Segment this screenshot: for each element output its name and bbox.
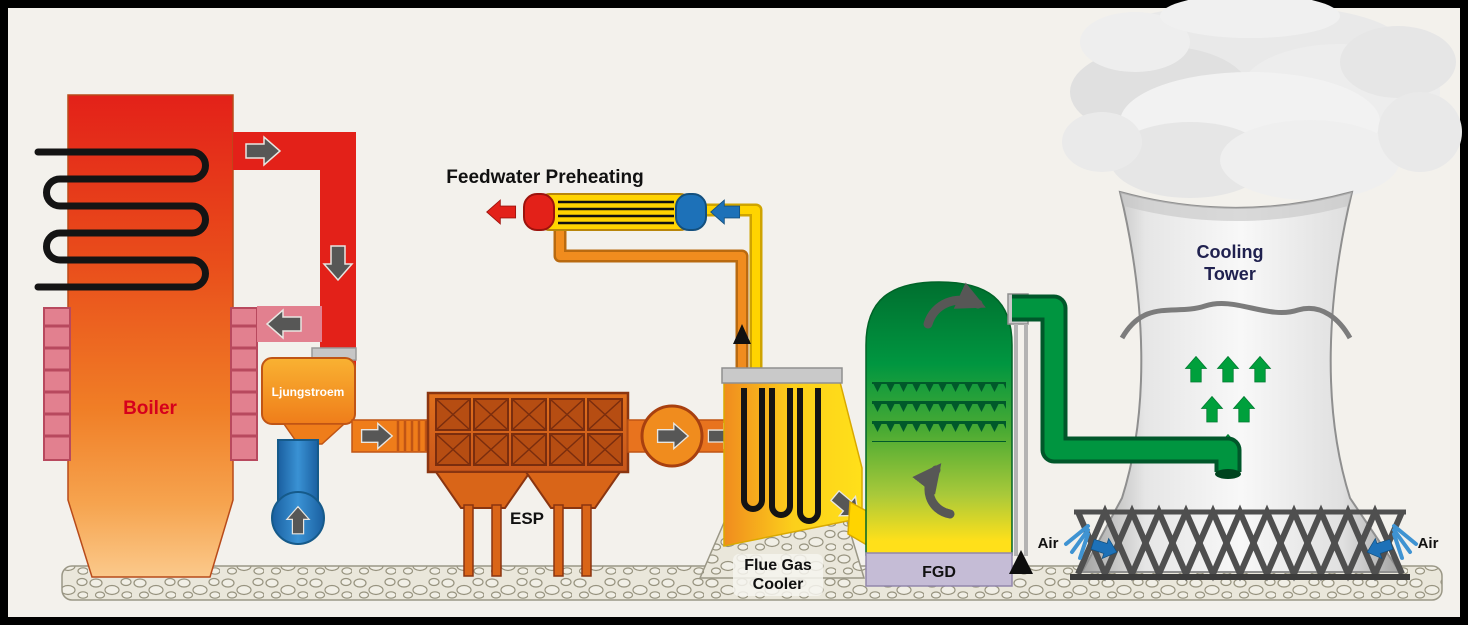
- duct-esp-to-cooler: [627, 404, 738, 468]
- feedwater-preheater: Feedwater Preheating: [446, 167, 741, 231]
- duct-to-esp: [351, 419, 433, 453]
- boiler: Boiler: [34, 94, 258, 578]
- boiler-body: [67, 94, 234, 578]
- gas-flow-curved-arrow-icon: [923, 282, 986, 329]
- exchanger-shell: [537, 193, 693, 231]
- flue-gas-cooler: Flue Gas Cooler: [721, 367, 873, 596]
- esp-hopper: [524, 471, 622, 509]
- clean-gas-pipe: [1012, 294, 1242, 479]
- flue-gas-cooler-label-line2: Cooler: [753, 576, 804, 593]
- exchanger-cold-head: [675, 193, 707, 231]
- flue-gas-cooler-label-line1: Flue Gas: [744, 557, 812, 574]
- tower-fill-level-line: [1119, 301, 1353, 340]
- fgd-absorber: FGD: [865, 281, 1033, 587]
- esp-label: ESP: [510, 509, 544, 528]
- tower-rim: [1120, 192, 1352, 221]
- boiler-left-header: [43, 307, 71, 461]
- hot-flue-gas-duct: [233, 132, 356, 368]
- boiler-tube-coil: [34, 148, 209, 291]
- hot-water-pipe: [556, 226, 746, 378]
- air-label-right: Air: [1418, 535, 1439, 552]
- boiler-label: Boiler: [123, 398, 177, 419]
- tower-shell: [1080, 190, 1402, 573]
- steam-plume: [1062, 0, 1462, 200]
- cooling-tower-label-line1: Cooling: [1197, 242, 1264, 262]
- esp-electrostatic-precipitator: ESP: [426, 391, 630, 577]
- air-intake-spray: [1064, 524, 1418, 560]
- exchanger-hot-head: [523, 193, 555, 231]
- pump-triangle-icon: [1009, 550, 1033, 574]
- pipe-open-end: [1215, 469, 1241, 479]
- gas-flow-curved-arrow-icon: [912, 463, 955, 519]
- boiler-right-header: [230, 307, 258, 461]
- feedwater-preheating-label: Feedwater Preheating: [446, 167, 643, 188]
- fgd-spray-banks: [872, 382, 1006, 442]
- valve-triangle-icon: [733, 324, 751, 344]
- cooling-tower-label-line2: Tower: [1204, 264, 1256, 284]
- cooler-u-tubes: [741, 388, 821, 524]
- cooler-flange: [721, 367, 843, 384]
- esp-hopper: [434, 471, 532, 509]
- fgd-label: FGD: [922, 564, 956, 581]
- ljungstroem-label: Ljungstroem: [272, 385, 345, 399]
- tower-lattice-supports: [1070, 504, 1410, 582]
- fgd-base: [865, 552, 1013, 587]
- ljungstroem-air-preheater: Ljungstroem: [261, 347, 357, 545]
- air-label-left: Air: [1038, 535, 1059, 552]
- cooling-tower: Cooling Tower Air Air: [1038, 190, 1439, 582]
